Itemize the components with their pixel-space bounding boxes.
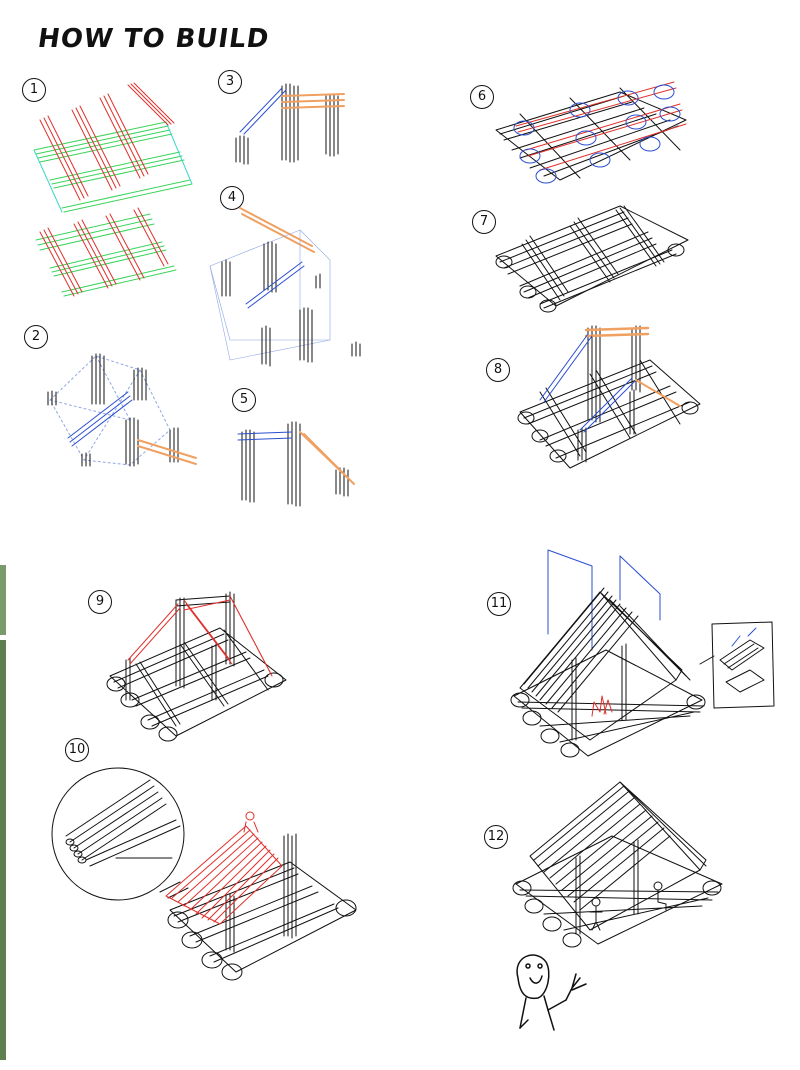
step-1-grid-top [33, 82, 193, 213]
step-9-frame [106, 591, 287, 742]
left-edge-strip-bottom [0, 640, 6, 1060]
step-4-exploded [209, 207, 361, 367]
step-number-5: 5 [232, 388, 256, 412]
step-number-10: 10 [65, 738, 89, 762]
step-2-posts [47, 353, 179, 467]
step-1-grid-bottom [35, 207, 177, 297]
step-number-3: 3 [218, 70, 242, 94]
step-1-grids [33, 82, 193, 297]
step-5-posts [237, 421, 355, 507]
step-number-11: 11 [487, 592, 511, 616]
step-number-6: 6 [470, 85, 494, 109]
step-12-hut [512, 781, 723, 948]
step-number-7: 7 [472, 210, 496, 234]
step-number-8: 8 [486, 358, 510, 382]
step-number-9: 9 [88, 590, 112, 614]
step-number-12: 12 [484, 825, 508, 849]
smiling-character [516, 954, 587, 1031]
step-11-hut [510, 549, 775, 758]
step-6-floor [495, 81, 687, 184]
step-7-floor [495, 205, 689, 313]
step-number-2: 2 [24, 325, 48, 349]
step-2-layout [47, 353, 197, 467]
step-number-1: 1 [22, 78, 46, 102]
step-3-frame [235, 83, 345, 165]
step-10-roof [51, 767, 357, 981]
step-8-frame [517, 325, 701, 469]
step-number-4: 4 [220, 186, 244, 210]
left-edge-strip-top [0, 565, 6, 635]
